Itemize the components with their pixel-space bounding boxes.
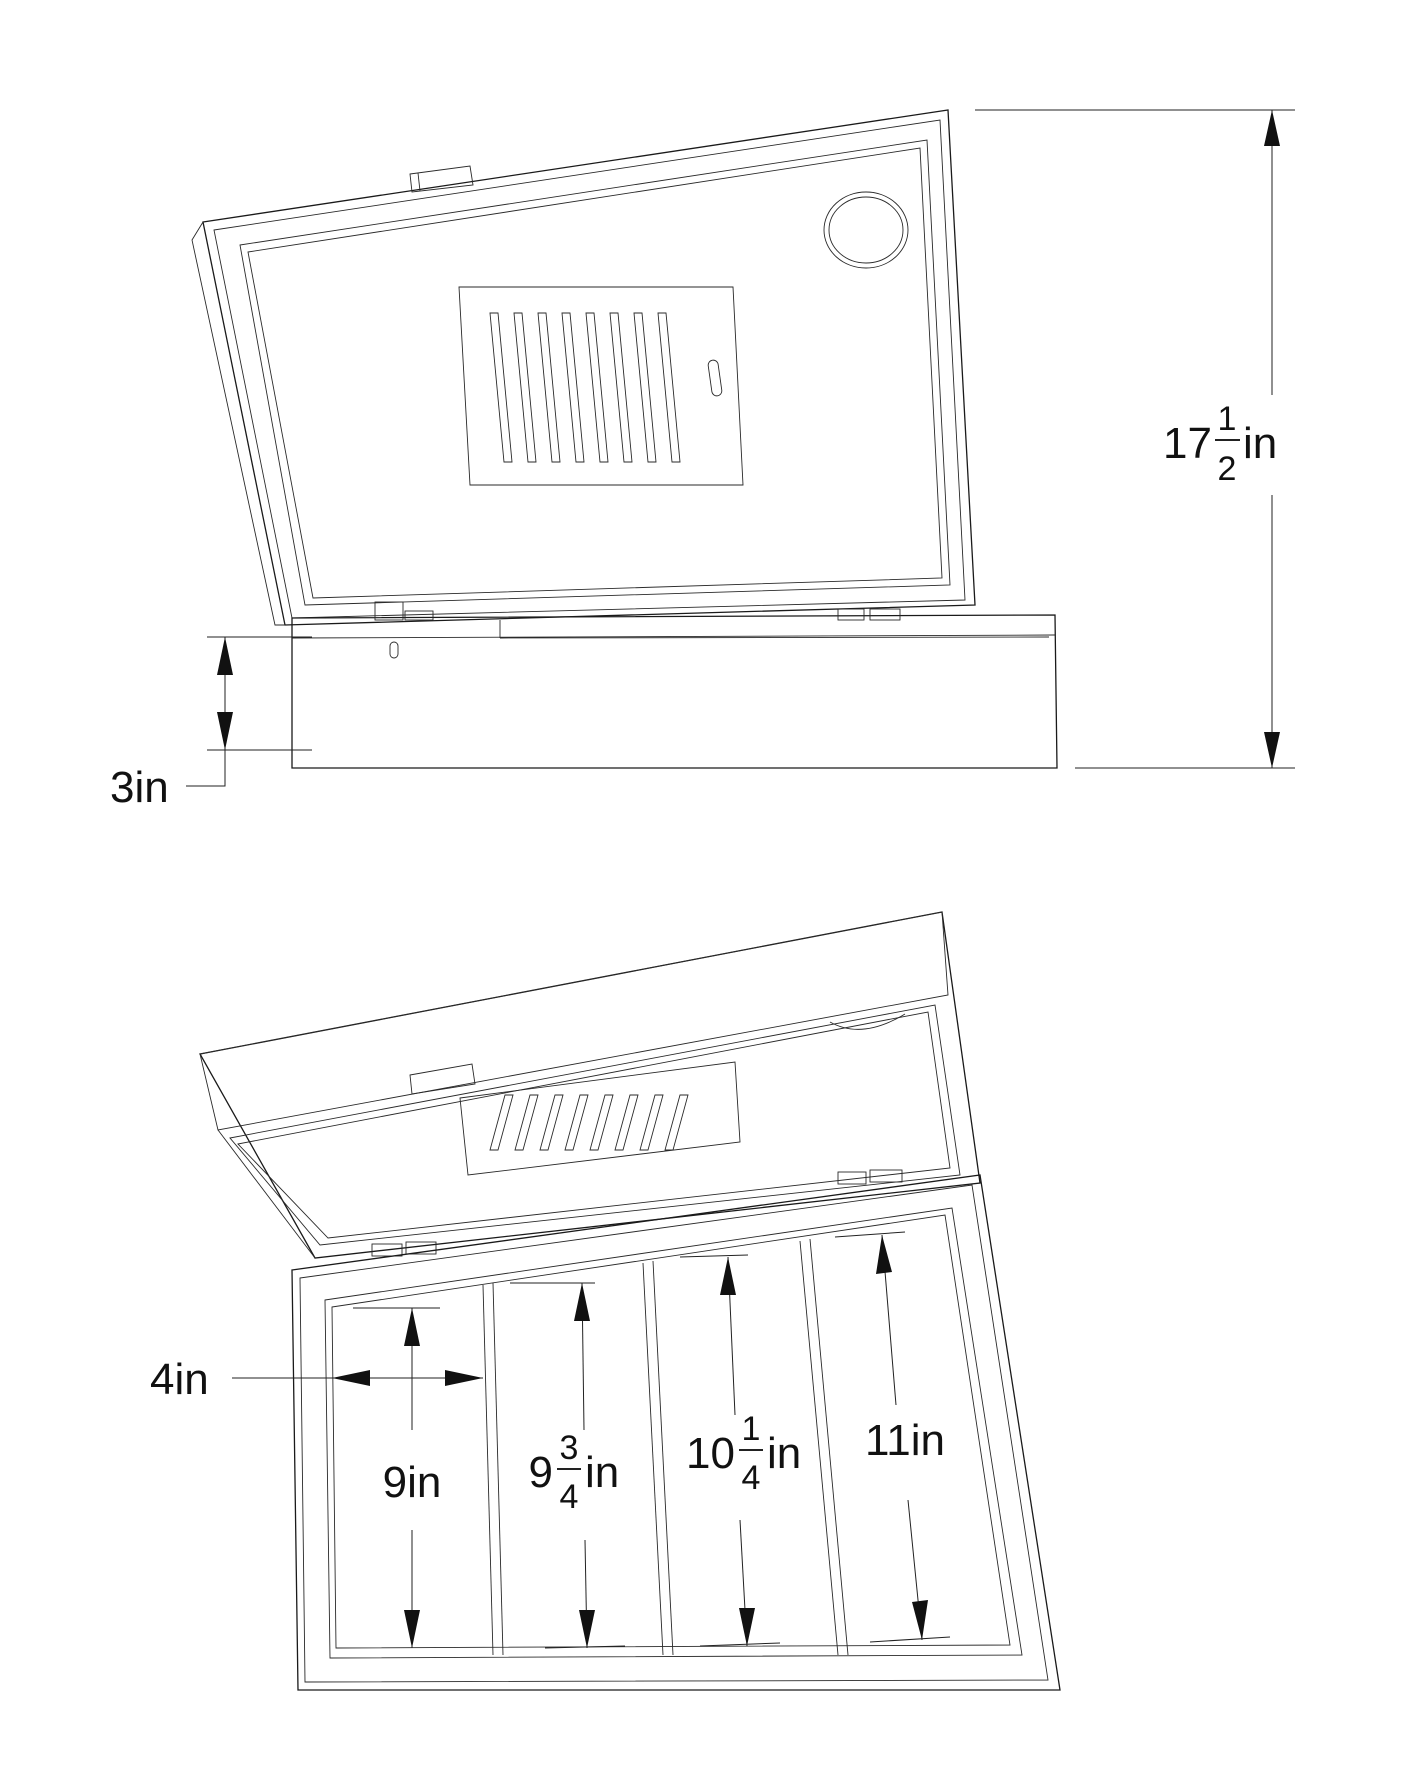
vent-slot <box>561 312 585 463</box>
tray-outer <box>291 1174 1061 1691</box>
compartment-width-dimension: 4in <box>150 1355 483 1404</box>
vent-slot <box>633 312 657 463</box>
vent-slot <box>614 1094 639 1151</box>
vent-slot <box>539 1094 564 1151</box>
compartment-1-dimension: 9in <box>353 1307 442 1648</box>
lid-top-open <box>198 911 981 1259</box>
vent-slot <box>585 312 609 463</box>
svg-text:4: 4 <box>742 1459 761 1497</box>
tray-rim <box>299 1184 1049 1683</box>
svg-text:1: 1 <box>742 1410 761 1448</box>
divider-1 <box>482 1282 504 1656</box>
compartment-1-label: 9in <box>383 1458 442 1507</box>
overall-height-label: 17 1 2 in <box>1163 400 1277 488</box>
svg-text:3: 3 <box>560 1429 579 1467</box>
vent-slot <box>537 312 561 463</box>
vent-slot <box>489 312 513 463</box>
lid-inner-panel-2 <box>247 147 943 599</box>
base-height-dimension: 3in <box>110 636 312 812</box>
base-body <box>291 614 1058 769</box>
svg-text:17: 17 <box>1163 419 1212 468</box>
divider-2 <box>642 1260 674 1656</box>
divider-3 <box>799 1238 849 1656</box>
vent-slot <box>513 312 537 463</box>
top-view-box <box>191 109 1058 769</box>
compartment-3-label: 10 1 4 in <box>686 1410 801 1497</box>
compartment-3-dimension <box>679 1254 781 1647</box>
bottom-view-box <box>198 911 1061 1691</box>
compartment-4-label: 11in <box>865 1416 945 1465</box>
vent-slots-icon <box>458 286 744 486</box>
compartment-2-label: 9 3 4 in <box>529 1429 620 1516</box>
overall-height-dimension <box>975 109 1295 769</box>
vent-slot <box>664 1094 689 1151</box>
round-hygrometer-icon <box>823 191 909 269</box>
svg-text:2: 2 <box>1218 450 1237 488</box>
lid-outer <box>202 109 976 626</box>
compartment-4-dimension: 11in <box>834 1231 951 1643</box>
vent-slot <box>489 1094 514 1151</box>
lid-rim <box>213 119 966 619</box>
svg-text:10: 10 <box>686 1429 735 1478</box>
vent-slot <box>657 312 681 463</box>
lid-vent-slots-icon <box>459 1061 741 1176</box>
lid-latch-icon <box>409 165 474 193</box>
base-height-label: 3in <box>110 763 169 812</box>
compartment-width-label: 4in <box>150 1355 209 1404</box>
lid-inner-panel <box>239 139 951 606</box>
svg-text:in: in <box>585 1448 619 1497</box>
compartment-2-dimension <box>510 1282 626 1649</box>
vent-slot <box>639 1094 664 1151</box>
vent-slot <box>589 1094 614 1151</box>
tray-inner-wall <box>324 1207 1023 1659</box>
vent-slot <box>514 1094 539 1151</box>
svg-text:9: 9 <box>529 1448 553 1497</box>
svg-text:in: in <box>767 1429 801 1478</box>
svg-text:1: 1 <box>1218 400 1237 438</box>
vent-slot <box>609 312 633 463</box>
vent-slot <box>564 1094 589 1151</box>
tray-floor <box>331 1214 1011 1649</box>
svg-text:in: in <box>1243 419 1277 468</box>
svg-text:4: 4 <box>560 1478 579 1516</box>
